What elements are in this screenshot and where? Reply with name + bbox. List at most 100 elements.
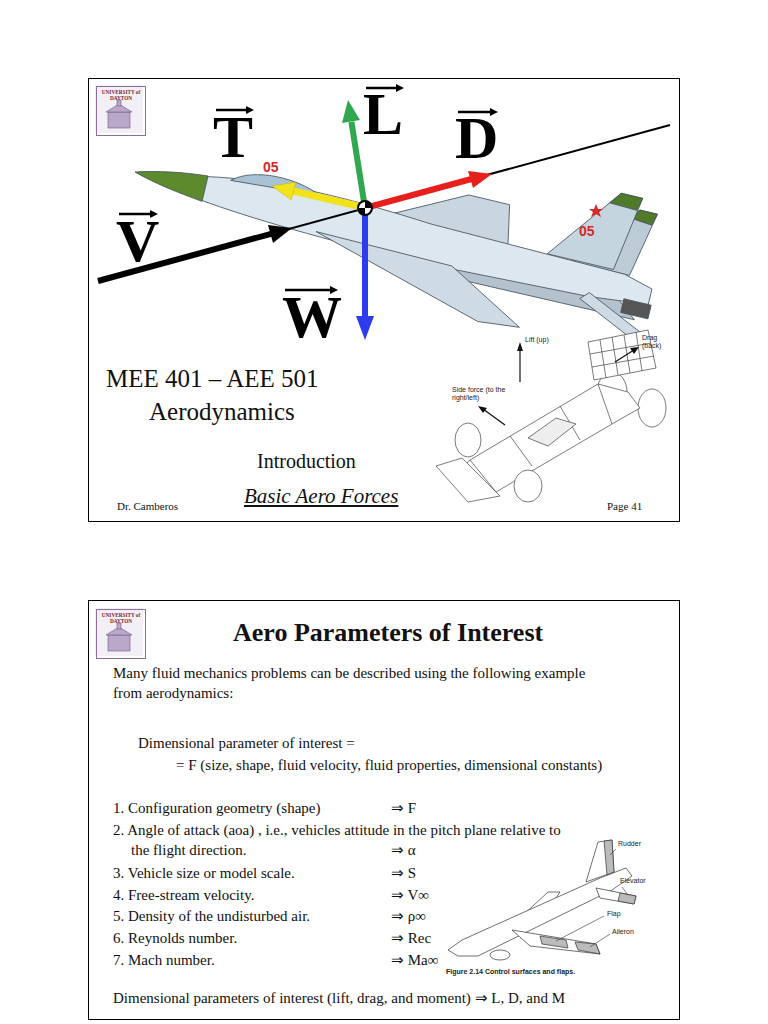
list-item: 7. Mach number. [113,950,215,970]
course-name: Aerodynamics [149,397,295,427]
plane-rudder [604,840,614,875]
race-car-wireframe [436,330,666,502]
vector-label: W [282,287,342,347]
building-icon [106,100,132,128]
slide-title: Aero Parameters of Interest [233,617,543,648]
list-item: 2. Angle of attack (aoa) , i.e., vehicle… [113,820,573,860]
jet-exhaust [621,299,651,319]
plane-elevator [618,893,636,904]
fuselage-number: 05 [263,160,279,175]
wire-line [600,340,606,378]
arrow-tip [478,406,487,413]
list-item: 4. Free-stream velocity. [113,885,254,905]
weight-head [356,316,374,340]
vector-label: L [363,84,403,144]
slide-subtitle: Basic Aero Forces [244,484,398,509]
logo-text: UNIVERSITY of DAYTON [98,89,144,101]
list-item: 6. Reynolds number. [113,928,237,948]
lift-small-arrow [519,350,520,382]
course-code: MEE 401 – AEE 501 [106,364,319,394]
lift-arrow [351,122,365,208]
body-text: Dimensional parameters of interest (lift… [113,988,565,1008]
wire-line [510,436,532,466]
author-name: Dr. Camberos [117,500,178,513]
vector-label: D [455,108,498,168]
slide-frame: MEE 401 – AEE 501AerodynamicsIntroductio… [88,78,680,522]
page-number: Page 41 [607,500,642,513]
formula-text: = F (size, shape, fluid velocity, fluid … [176,755,602,775]
symbol-text: ⇒ ρ∞ [391,906,426,926]
leader-line [610,849,616,855]
car-wheel [455,423,481,457]
car-wheel [514,470,542,502]
logo-box: UNIVERSITY of DAYTON [96,86,146,136]
force-label: Lift (up) [525,336,549,344]
wire-line [590,343,651,354]
part-label: Rudder [618,840,641,848]
part-label: Flap [607,910,621,918]
cg-symbol [358,201,372,215]
cg-quarter [358,208,365,215]
vector-label: V [116,211,159,271]
plane-aileron [575,942,600,954]
plane-near-wing [512,930,600,954]
plane-stabilizer [596,888,636,904]
lift-head [342,100,360,123]
arrow-tip [517,342,523,351]
jet-nose [132,159,208,201]
drag-arrow [365,178,475,208]
logo-ground [95,608,143,656]
wire-line [612,337,618,375]
leader-line [622,887,628,895]
body-text: Many fluid mechanics problems can be des… [113,663,593,703]
car-wheel [638,389,666,427]
symbol-text: ⇒ Ma∞ [391,950,438,970]
side-small-arrow [483,409,505,425]
building-body [108,112,130,128]
plane-fuselage [448,868,632,956]
tail-number: 05 [579,224,595,239]
leader-line [556,916,604,941]
jet-drawing [120,83,682,362]
tail-star [589,204,603,217]
arrow-tip [630,347,639,354]
plane-flap [540,936,568,948]
jet-tail-tip [610,191,643,211]
flight-path-line [98,125,670,281]
part-label: Aileron [612,928,634,936]
car-front-wing [436,458,500,502]
drag-small-arrow [615,350,634,362]
thrust-arrow [293,191,362,207]
symbol-text: ⇒ V∞ [391,885,429,905]
building-body [108,635,130,651]
symbol-text: ⇒ S [391,863,416,883]
figure-caption: Figure 2.14 Control surfaces and flaps. [446,968,575,976]
wire-line [636,332,642,371]
list-item: 1. Configuration geometry (shape) [113,798,320,818]
force-label: Side force (to the right/left) [452,386,514,402]
car-force-arrows [478,342,639,425]
car-cockpit [528,418,576,446]
symbol-text: ⇒ Rec [391,928,431,948]
thrust-head [272,182,296,200]
symbol-text: ⇒ F [391,798,416,818]
plane-engine [490,950,510,960]
cg-quarter [365,201,372,208]
slide-frame: Aero Parameters of InterestMany fluid me… [88,600,680,1020]
body-text: Dimensional parameter of interest = [138,733,355,753]
wire-line [598,384,612,424]
symbol-text: ⇒ α [391,840,416,860]
weight-arrow [362,208,368,318]
leader-line [590,934,610,947]
list-item: 5. Density of the undisturbed air. [113,906,310,926]
vector-overarrows [119,84,498,294]
drag-head [468,171,492,188]
force-label: Drag (back) [642,334,674,350]
list-item: 3. Vehicle size or model scale. [113,863,295,883]
section-title: Introduction [257,449,356,473]
airplane-figure [448,840,636,960]
building-icon [106,623,132,651]
logo-ground [95,85,143,133]
part-label: Elevator [620,877,646,885]
vector-label: T [213,107,253,167]
